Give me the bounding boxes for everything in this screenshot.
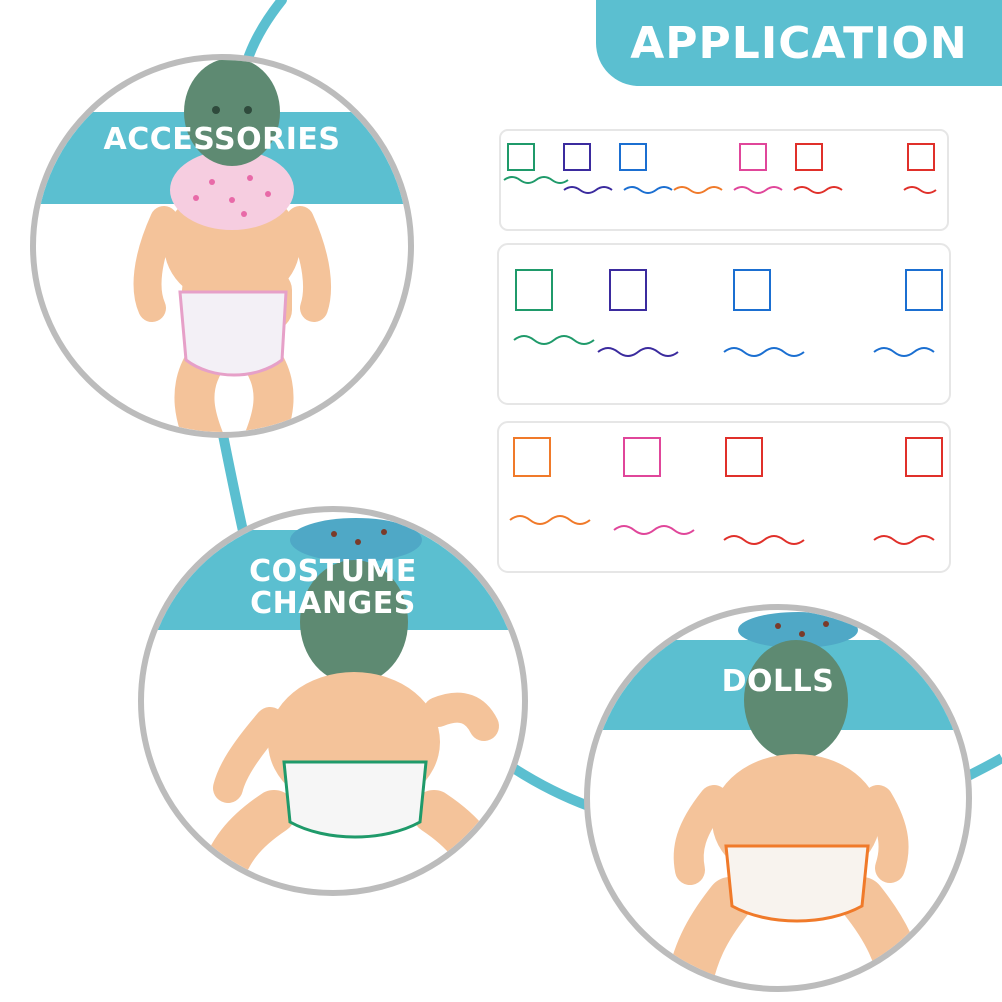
costume-changes-circle: COSTUME CHANGES [138,506,528,896]
page-title: APPLICATION [630,18,968,69]
doll-with-headband-icon [198,518,510,890]
accessories-label: ACCESSORIES [103,122,341,157]
diaper-row-2 [497,243,951,405]
dolls-circle: DOLLS [584,604,972,992]
doll-sitting-icon [665,612,927,986]
diaper-row-1 [499,129,949,231]
accessories-circle: ACCESSORIES [30,54,414,438]
title-banner [596,0,1002,86]
diaper-row-3 [497,421,951,573]
dolls-label: DOLLS [721,664,835,699]
diaper-rows [497,129,951,573]
costume-label-line2: CHANGES [250,586,416,621]
costume-label-line1: COSTUME [249,554,417,589]
doll-with-bib-icon [133,60,332,432]
